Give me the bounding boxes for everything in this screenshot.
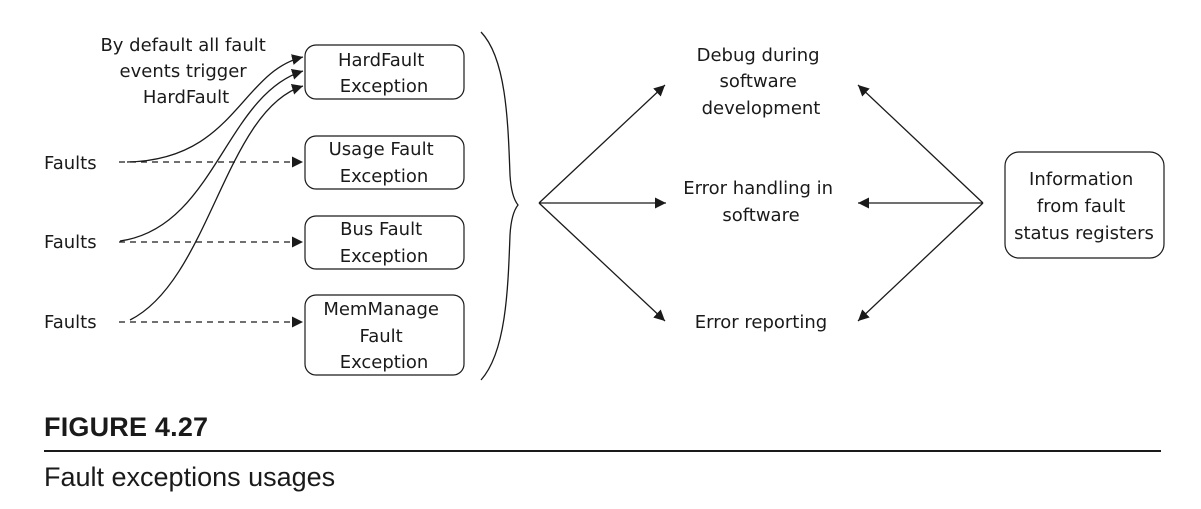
memmanage-fault-exception-box — [304, 294, 465, 376]
fault-source-label: Faults — [44, 232, 97, 253]
usage-fault-exception-box — [304, 135, 465, 190]
grouping-brace — [480, 31, 519, 381]
usage-error-reporting-label: Error reporting — [695, 312, 827, 333]
figure-number: FIGURE 4.27 — [44, 412, 209, 442]
usage-line: software — [719, 71, 796, 92]
curved-arrow-to-hardfault — [126, 54, 304, 163]
fault-status-registers-box — [1004, 151, 1165, 259]
usage-debug-label: Debug during software development — [697, 45, 826, 119]
box-line: Exception — [340, 246, 429, 267]
usage-line: development — [702, 98, 821, 119]
curved-arrow-to-hardfault — [119, 68, 304, 242]
note-line: HardFault — [143, 87, 229, 108]
box-line: Exception — [340, 76, 429, 97]
fault-source-label: Faults — [44, 153, 97, 174]
caption-divider — [44, 450, 1161, 452]
fault-status-registers-label: Information from fault status registers — [1014, 169, 1154, 244]
box-line: Exception — [340, 166, 429, 187]
usage-fault-exception-label: Usage Fault Exception — [329, 139, 440, 187]
box-line: HardFault — [338, 50, 424, 71]
arrow-info-to-debug — [857, 84, 984, 204]
note-line: By default all fault — [100, 35, 265, 56]
usage-line: Error handling in — [683, 178, 833, 199]
usage-line: Debug during — [697, 45, 820, 66]
note-line: events trigger — [120, 61, 248, 82]
box-line: MemManage — [323, 299, 439, 320]
usage-line: software — [722, 205, 799, 226]
curved-arrow-to-hardfault — [129, 84, 304, 321]
fault-source-label: Faults — [44, 312, 97, 333]
usage-line: Error reporting — [695, 312, 827, 333]
info-line: from fault — [1037, 196, 1125, 217]
box-line: Usage Fault — [329, 139, 434, 160]
arrow-to-debug — [538, 84, 666, 204]
info-line: Information — [1029, 169, 1133, 190]
box-line: Bus Fault — [340, 219, 422, 240]
bus-fault-exception-label: Bus Fault Exception — [340, 219, 429, 267]
info-line: status registers — [1014, 223, 1154, 244]
arrow-info-to-error-reporting — [857, 202, 984, 322]
hardfault-exception-label: HardFault Exception — [338, 50, 430, 97]
box-line: Fault — [360, 326, 403, 347]
memmanage-fault-exception-label: MemManage Fault Exception — [323, 299, 444, 373]
fault-exceptions-diagram: By default all fault events trigger Hard… — [44, 31, 1165, 381]
figure-caption: Fault exceptions usages — [44, 462, 336, 492]
bus-fault-exception-box — [304, 215, 465, 270]
hardfault-exception-box — [304, 44, 465, 100]
box-line: Exception — [340, 352, 429, 373]
default-hardfault-note: By default all fault events trigger Hard… — [100, 35, 271, 108]
arrow-to-error-reporting — [538, 202, 666, 322]
usage-error-handling-label: Error handling in software — [683, 178, 839, 226]
